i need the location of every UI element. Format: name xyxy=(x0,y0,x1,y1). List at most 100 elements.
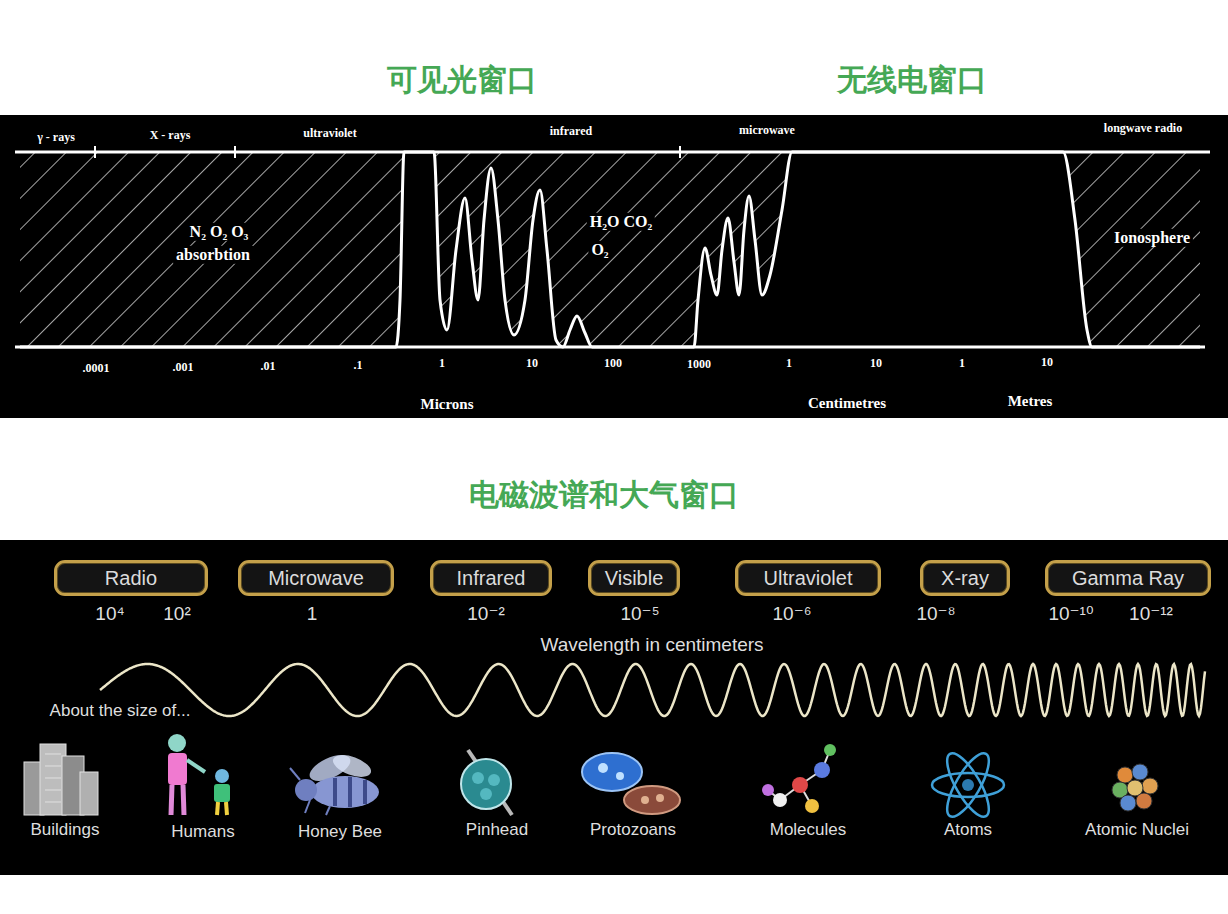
buildings-icon xyxy=(24,744,98,815)
buildings-icon-part xyxy=(45,802,61,803)
honey-bee-icon-part xyxy=(311,776,379,808)
honey-bee-icon-part xyxy=(333,778,337,806)
size-label: Protozoans xyxy=(590,820,676,840)
molecules-icon-part xyxy=(768,750,830,806)
size-label: Buildings xyxy=(31,820,100,840)
axis-tick: .001 xyxy=(173,361,194,375)
protozoans-icon-part xyxy=(656,794,664,802)
band-name: Visible xyxy=(605,567,664,590)
absorber-label: O₂ xyxy=(588,241,611,259)
humans-icon-part xyxy=(214,784,230,802)
protozoans-icon-part xyxy=(641,796,649,804)
band-name: Microwave xyxy=(268,567,364,590)
absorber-label: N₂ O₂ O₃ xyxy=(187,223,252,241)
protozoans-icon xyxy=(582,753,680,814)
band-box: Ultraviolet xyxy=(735,560,881,596)
molecules-icon xyxy=(762,744,836,813)
band-name: γ - rays xyxy=(37,131,75,145)
wavelength-value: 10⁴ xyxy=(95,603,124,625)
size-label: Honey Bee xyxy=(298,822,382,842)
honey-bee-icon-part xyxy=(348,777,352,807)
window-title: 可见光窗口 xyxy=(387,63,537,98)
absorber-label: H₂O CO₂ xyxy=(587,213,655,231)
honey-bee-icon-part xyxy=(363,780,367,804)
caption: 电磁波谱和大气窗口 xyxy=(469,478,739,513)
axis-unit: Metres xyxy=(1008,393,1053,410)
sine-wave xyxy=(100,664,1205,716)
nucleus-icon-part xyxy=(1120,795,1136,811)
wavelength-value: 10⁻² xyxy=(467,603,505,625)
band-box: Microwave xyxy=(238,560,394,596)
band-name: infrared xyxy=(550,125,592,139)
humans-icon xyxy=(168,734,230,815)
band-name: microwave xyxy=(739,124,795,138)
size-label: Humans xyxy=(171,822,234,842)
axis-tick: .01 xyxy=(261,360,276,374)
protozoans-icon-part xyxy=(624,786,680,814)
band-name: X-ray xyxy=(941,567,989,590)
atom-icon-part xyxy=(932,773,1004,797)
band-box: Gamma Ray xyxy=(1045,560,1211,596)
band-name: ultraviolet xyxy=(303,127,356,141)
molecules-icon-part xyxy=(762,784,774,796)
band-box: Infrared xyxy=(430,560,552,596)
nucleus-icon xyxy=(1112,764,1158,811)
pinhead-icon-part xyxy=(488,774,500,786)
absorber-label: Ionosphere xyxy=(1111,229,1193,247)
humans-icon-part xyxy=(171,785,172,815)
honey-bee-icon-part xyxy=(290,768,300,780)
molecules-icon-part xyxy=(773,793,787,807)
protozoans-icon-part xyxy=(582,753,642,791)
band-name: X - rays xyxy=(150,129,191,143)
humans-icon-part xyxy=(215,769,229,783)
molecules-icon-part xyxy=(814,762,830,778)
wavelength-value: 10² xyxy=(163,603,190,625)
buildings-icon-part xyxy=(45,766,61,767)
size-label: Atoms xyxy=(944,820,992,840)
humans-icon-part xyxy=(226,802,227,815)
wavelength-value: 1 xyxy=(307,603,318,625)
humans-icon-part xyxy=(183,785,184,815)
spectrum-panel xyxy=(0,540,1228,875)
atom-icon xyxy=(932,748,1004,822)
atom-icon-part xyxy=(940,748,997,822)
band-name: Radio xyxy=(105,567,157,590)
wavelength-value: 10⁻¹² xyxy=(1129,603,1173,625)
honey-bee-icon-part xyxy=(305,800,310,813)
buildings-icon-part xyxy=(45,790,61,791)
nucleus-icon-part xyxy=(1117,767,1133,783)
humans-icon-part xyxy=(168,753,187,785)
chart-axes-part xyxy=(94,146,96,158)
absorber-label: absorbtion xyxy=(173,246,253,264)
axis-tick: 10 xyxy=(1041,356,1053,370)
axis-tick: 1000 xyxy=(687,358,711,372)
chart-panel xyxy=(0,115,1228,418)
honey-bee-icon-part xyxy=(326,806,330,815)
wavelength-value: 10⁻⁶ xyxy=(773,603,812,625)
wave-line xyxy=(100,664,1205,716)
protozoans-icon-part xyxy=(616,772,624,780)
band-name: Infrared xyxy=(457,567,526,590)
band-box: Radio xyxy=(54,560,208,596)
wavelength-value: 10⁻⁵ xyxy=(620,603,659,625)
window-title: 无线电窗口 xyxy=(837,63,987,98)
transmission-curve xyxy=(20,152,1200,347)
humans-icon-part xyxy=(187,760,205,772)
transmission-line xyxy=(20,152,1200,347)
atom-icon-part xyxy=(940,748,997,822)
band-box: X-ray xyxy=(920,560,1010,596)
pinhead-icon-part xyxy=(480,788,492,800)
band-name: longwave radio xyxy=(1104,122,1182,136)
wavelength-value: 10⁻⁸ xyxy=(916,603,955,625)
buildings-icon-part xyxy=(45,778,61,779)
axis-title: Wavelength in centimeters xyxy=(540,634,763,656)
axis-tick: 10 xyxy=(870,357,882,371)
band-name: Ultraviolet xyxy=(764,567,853,590)
chart-axes-part xyxy=(15,151,1210,154)
buildings-icon-part xyxy=(80,772,98,815)
axis-tick: 100 xyxy=(604,357,622,371)
nucleus-icon-part xyxy=(1132,764,1148,780)
band-name: Gamma Ray xyxy=(1072,567,1184,590)
axis-unit: Microns xyxy=(420,396,473,413)
